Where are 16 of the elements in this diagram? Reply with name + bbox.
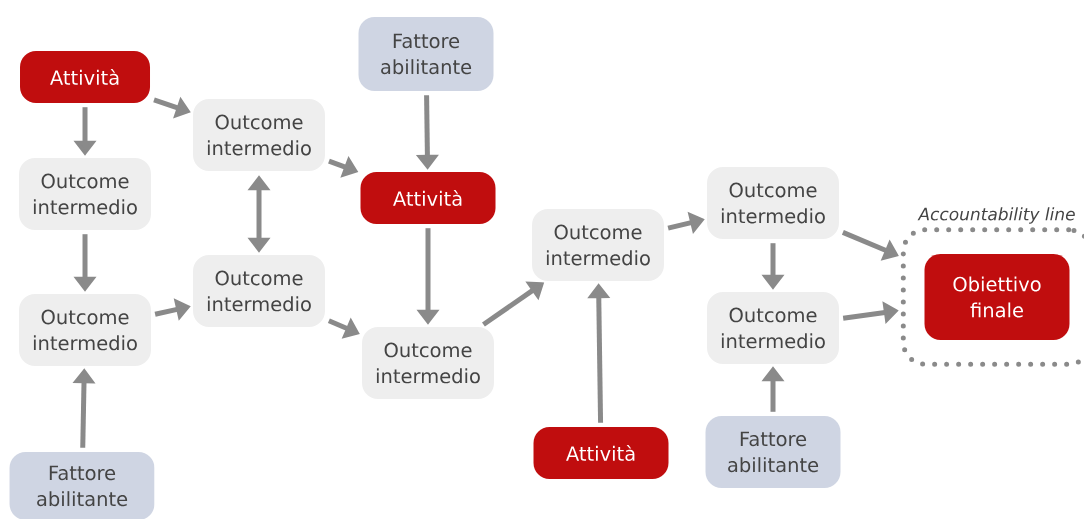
activity-box: Attività: [360, 172, 496, 224]
outcome-box: Outcome intermedio: [19, 158, 151, 230]
activity-box: Attività: [533, 427, 669, 479]
activity-box: Obiettivo finale: [924, 254, 1070, 340]
enabler-box: Fattore abilitante: [705, 416, 841, 488]
outcome-box: Outcome intermedio: [193, 99, 325, 171]
activity-box: Attività: [20, 51, 150, 103]
outcome-box: Outcome intermedio: [362, 327, 494, 399]
outcome-box: Outcome intermedio: [19, 294, 151, 366]
outcome-box: Outcome intermedio: [532, 209, 664, 281]
outcome-box: Outcome intermedio: [707, 292, 839, 364]
node-label: Accountability line: [917, 207, 1075, 224]
enabler-box: Fattore abilitante: [9, 452, 155, 519]
outcome-box: Outcome intermedio: [707, 167, 839, 239]
enabler-box: Fattore abilitante: [358, 17, 494, 91]
outcome-box: Outcome intermedio: [193, 255, 325, 327]
